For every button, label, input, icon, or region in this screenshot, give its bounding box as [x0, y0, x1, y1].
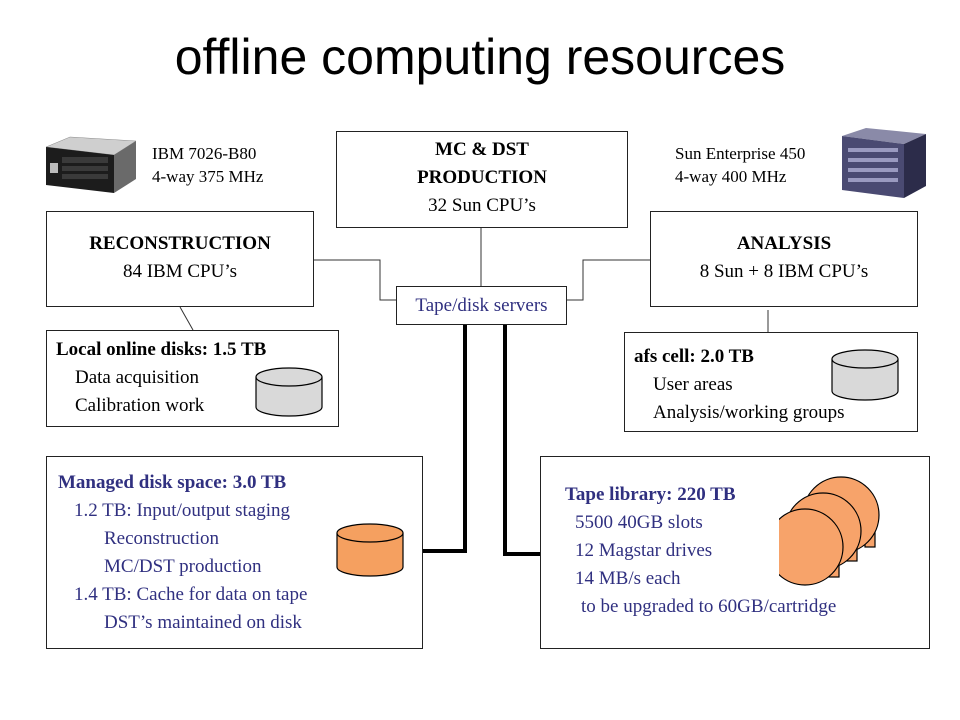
analysis-title: ANALYSIS — [736, 233, 832, 254]
afs-cell-item: User areas — [653, 374, 733, 395]
reconstruction-title: RECONSTRUCTION — [89, 233, 271, 254]
managed-disk-box: Managed disk space: 3.0 TB 1.2 TB: Input… — [46, 456, 423, 649]
tape-library-line: 5500 40GB slots — [575, 512, 703, 533]
sun-server-icon — [842, 128, 926, 198]
managed-disk-line: 1.4 TB: Cache for data on tape — [74, 584, 308, 605]
local-disks-item: Calibration work — [75, 395, 205, 416]
mc-dst-cpus: 32 Sun CPU’s — [428, 195, 536, 216]
tape-library-line: 12 Magstar drives — [575, 540, 713, 561]
tape-library-title: Tape library: 220 TB — [565, 484, 736, 505]
disk-icon — [255, 367, 323, 417]
local-disks-title: Local online disks: 1.5 TB — [56, 339, 267, 360]
reconstruction-cpus: 84 IBM CPU’s — [122, 261, 238, 282]
tape-library-box: Tape library: 220 TB 5500 40GB slots 12 … — [540, 456, 930, 649]
disk-icon — [831, 349, 899, 401]
ibm-server-icon — [45, 136, 137, 193]
managed-disk-line: DST’s maintained on disk — [104, 612, 302, 633]
analysis-box: ANALYSIS 8 Sun + 8 IBM CPU’s — [650, 211, 918, 307]
managed-disk-line: 1.2 TB: Input/output staging — [74, 500, 291, 521]
reconstruction-box: RECONSTRUCTION 84 IBM CPU’s — [46, 211, 314, 307]
managed-disk-line: MC/DST production — [104, 556, 262, 577]
mc-dst-title: MC & DST — [435, 139, 529, 160]
local-disks-box: Local online disks: 1.5 TB Data acquisit… — [46, 330, 339, 427]
page-title: offline computing resources — [174, 29, 786, 85]
local-disks-item: Data acquisition — [75, 367, 199, 388]
analysis-cpus: 8 Sun + 8 IBM CPU’s — [699, 261, 869, 282]
managed-disk-title: Managed disk space: 3.0 TB — [58, 472, 287, 493]
ibm-spec-label: 4-way 375 MHz — [152, 167, 264, 186]
mc-dst-production-box: MC & DST PRODUCTION 32 Sun CPU’s — [336, 131, 628, 228]
afs-cell-title: afs cell: 2.0 TB — [634, 346, 754, 367]
afs-cell-box: afs cell: 2.0 TB User areas Analysis/wor… — [624, 332, 918, 432]
sun-model-label: Sun Enterprise 450 — [675, 144, 806, 163]
tape-library-line: to be upgraded to 60GB/cartridge — [581, 596, 837, 617]
tape-library-line: 14 MB/s each — [575, 568, 681, 589]
disk-icon — [336, 523, 404, 577]
mc-dst-subtitle: PRODUCTION — [417, 167, 547, 188]
sun-spec-label: 4-way 400 MHz — [675, 167, 787, 186]
tape-cartridge-icon — [779, 476, 880, 586]
managed-disk-line: Reconstruction — [104, 528, 220, 549]
afs-cell-item: Analysis/working groups — [653, 402, 845, 423]
tape-disk-servers-box: Tape/disk servers — [396, 286, 567, 325]
ibm-model-label: IBM 7026-B80 — [152, 144, 257, 163]
